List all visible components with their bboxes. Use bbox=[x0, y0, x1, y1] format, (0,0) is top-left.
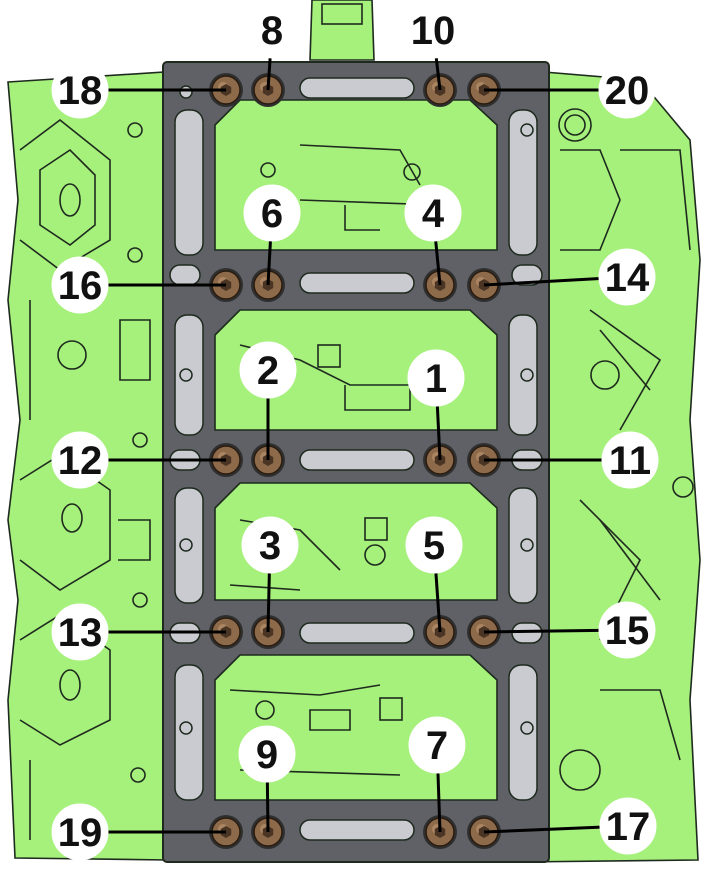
callout-circle bbox=[598, 61, 656, 119]
callout-circle bbox=[405, 516, 463, 574]
callout-number: 18 bbox=[58, 69, 103, 113]
callout-circle bbox=[598, 601, 656, 659]
callout-number: 14 bbox=[605, 256, 650, 300]
callout-13: 13 bbox=[51, 603, 109, 661]
callout-circle bbox=[404, 1, 462, 59]
engine-top-cap bbox=[321, 3, 363, 25]
callout-number: 4 bbox=[422, 192, 445, 236]
callout-circle bbox=[243, 184, 301, 242]
callout-15: 15 bbox=[598, 601, 656, 659]
callout-1: 1 bbox=[407, 349, 465, 407]
callout-number: 10 bbox=[411, 9, 456, 53]
callout-11: 11 bbox=[601, 431, 659, 489]
callout-5: 5 bbox=[405, 516, 463, 574]
callout-20: 20 bbox=[598, 61, 656, 119]
callouts-layer: 8 10 18 20 6 4 16 14 2 1 12 11 3 5 13 15 9 7 19 17 bbox=[51, 1, 659, 861]
callout-circle bbox=[243, 1, 301, 59]
callout-circle bbox=[408, 716, 466, 774]
callout-8: 8 bbox=[243, 1, 301, 59]
gasket-dowel-holes bbox=[179, 85, 534, 735]
callout-2: 2 bbox=[239, 341, 297, 399]
callout-number: 7 bbox=[426, 724, 448, 768]
callout-number: 8 bbox=[261, 9, 283, 53]
callout-7: 7 bbox=[408, 716, 466, 774]
callout-number: 13 bbox=[58, 611, 103, 655]
bedplate-gasket bbox=[162, 61, 550, 863]
callout-number: 5 bbox=[423, 524, 445, 568]
callout-number: 11 bbox=[609, 439, 651, 483]
callout-number: 3 bbox=[259, 524, 281, 568]
callout-16: 16 bbox=[51, 256, 109, 314]
callout-17: 17 bbox=[599, 797, 657, 855]
callout-circle bbox=[51, 803, 109, 861]
callout-number: 20 bbox=[605, 69, 650, 113]
window-details bbox=[229, 144, 441, 776]
callout-circle bbox=[407, 349, 465, 407]
right-side-details bbox=[558, 108, 694, 791]
callout-6: 6 bbox=[243, 184, 301, 242]
callout-10: 10 bbox=[404, 1, 462, 59]
callout-number: 19 bbox=[58, 811, 103, 855]
callout-number: 2 bbox=[257, 349, 279, 393]
callout-circle bbox=[599, 797, 657, 855]
left-side-details bbox=[19, 118, 151, 840]
callout-12: 12 bbox=[51, 431, 109, 489]
callout-3: 3 bbox=[241, 516, 299, 574]
callout-4: 4 bbox=[404, 184, 462, 242]
callout-circle bbox=[51, 603, 109, 661]
callout-number: 17 bbox=[606, 805, 651, 849]
callout-number: 15 bbox=[605, 609, 650, 653]
callout-circle bbox=[239, 341, 297, 399]
callout-circle bbox=[238, 725, 296, 783]
callout-number: 1 bbox=[425, 357, 447, 401]
callout-number: 12 bbox=[58, 439, 103, 483]
callout-number: 6 bbox=[261, 192, 283, 236]
callout-19: 19 bbox=[51, 803, 109, 861]
callout-circle bbox=[51, 431, 109, 489]
callout-circle bbox=[51, 61, 109, 119]
callout-9: 9 bbox=[238, 725, 296, 783]
callout-number: 16 bbox=[58, 264, 103, 308]
callout-18: 18 bbox=[51, 61, 109, 119]
callout-14: 14 bbox=[598, 248, 656, 306]
callout-number: 9 bbox=[256, 733, 278, 777]
callout-circle bbox=[241, 516, 299, 574]
callout-circle bbox=[601, 431, 659, 489]
callout-circle bbox=[51, 256, 109, 314]
callout-circle bbox=[598, 248, 656, 306]
callout-circle bbox=[404, 184, 462, 242]
